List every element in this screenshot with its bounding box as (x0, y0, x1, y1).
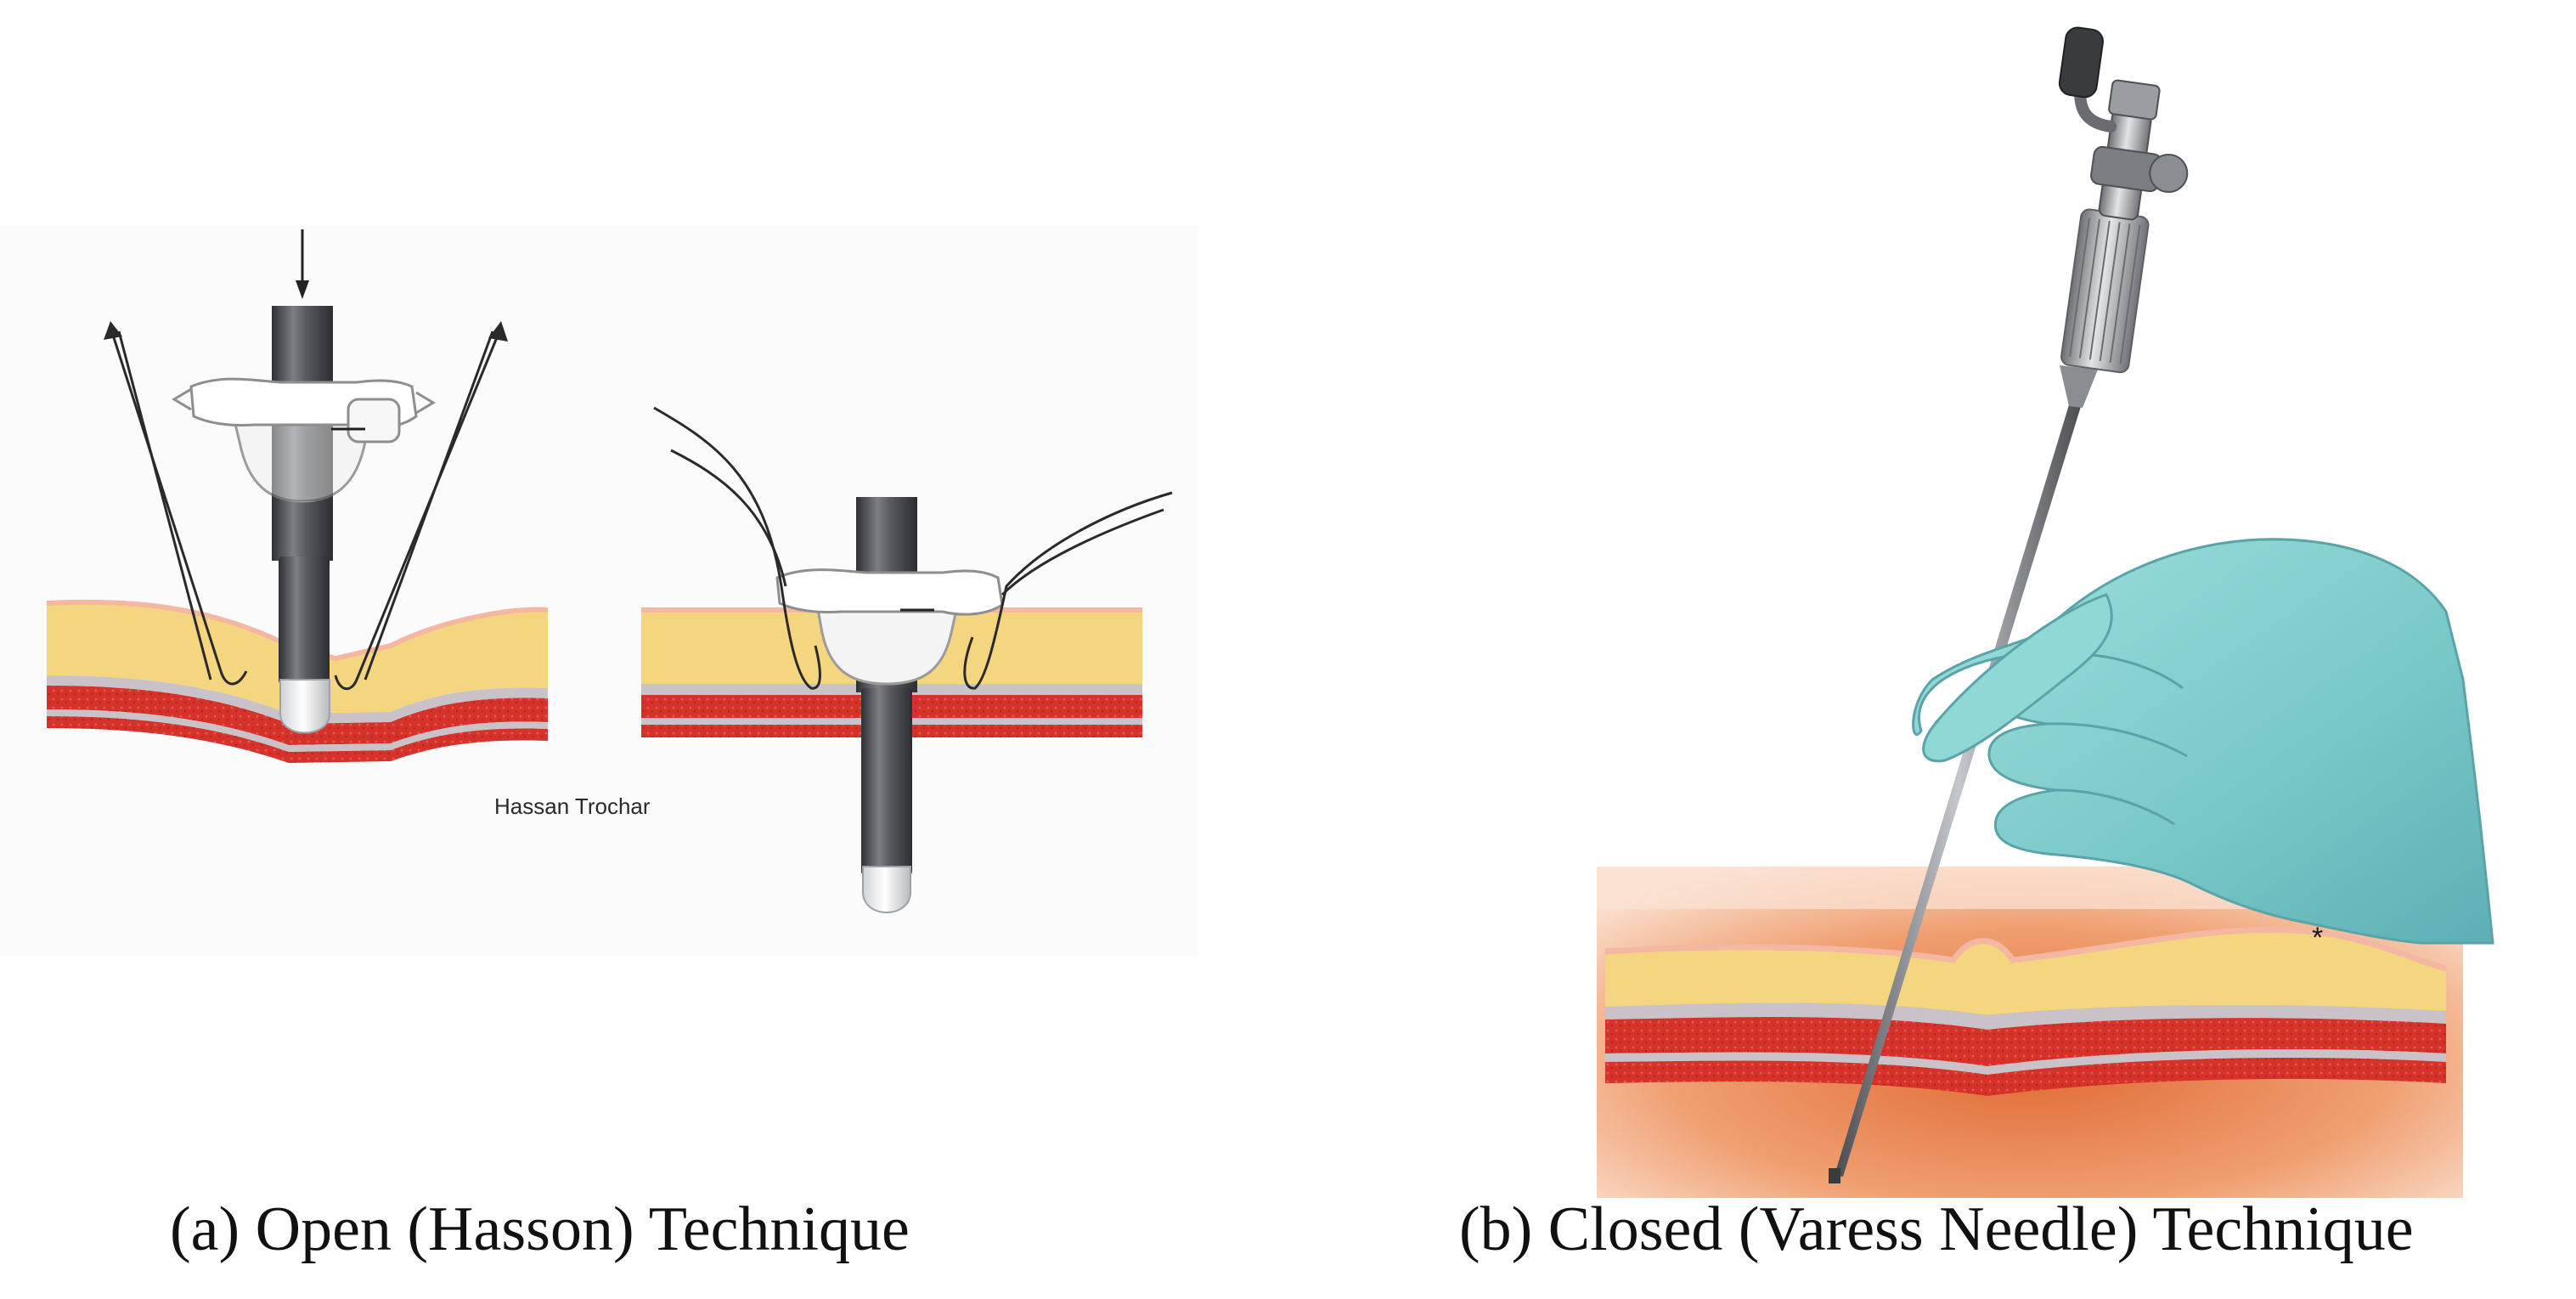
glove-thumb (1922, 593, 2113, 763)
fascia-layer (47, 675, 548, 724)
panel-a-illustration: Hassan Trochar (0, 225, 1198, 956)
caption-closed-technique: (b) Closed (Varess Needle) Technique (1459, 1195, 2414, 1264)
peritoneum-layer (1605, 1049, 2446, 1075)
arrow-up-right-icon (488, 321, 508, 342)
veress-needle (1829, 26, 2189, 1183)
muscle-layer (47, 686, 548, 745)
arrow-down-icon (296, 280, 309, 299)
trocar-blunt-tip (279, 679, 330, 734)
hasson-trocar-right (775, 497, 1004, 913)
arrow-up-left-icon (104, 321, 122, 340)
caption-open-technique: (a) Open (Hasson) Technique (170, 1195, 910, 1264)
gloved-hand: * (1912, 538, 2494, 954)
trocar-blunt-tip (862, 866, 911, 913)
trocar-clamp-lock (347, 398, 401, 443)
muscle-lower-layer (1605, 1058, 2446, 1096)
muscle-lower-layer (47, 716, 548, 763)
trocar-clamp-ring (775, 568, 1004, 616)
trocar-cone (814, 593, 961, 686)
stay-sutures-right (653, 406, 1173, 690)
hasson-trochar-label: Hassan Trochar (494, 794, 651, 819)
asterisk-marker: * (2312, 922, 2323, 954)
fascia-layer (1605, 1002, 2446, 1030)
skin-line (1604, 926, 2447, 972)
peritoneum-layer (47, 709, 548, 752)
trocar-sheath (279, 556, 330, 684)
needle-shaft (1835, 399, 2083, 1177)
panel-b-illustration: * (1597, 26, 2494, 1198)
stay-sutures-left (109, 326, 503, 691)
stopcock-lever (2058, 26, 2104, 99)
trocar-sheath (861, 688, 912, 875)
hasson-trocar-left (172, 229, 436, 734)
abdominal-wall-b (1604, 926, 2447, 1096)
muscle-layer (1605, 1017, 2446, 1066)
panel-a-background (0, 225, 1198, 956)
needle-grip (2060, 208, 2150, 374)
